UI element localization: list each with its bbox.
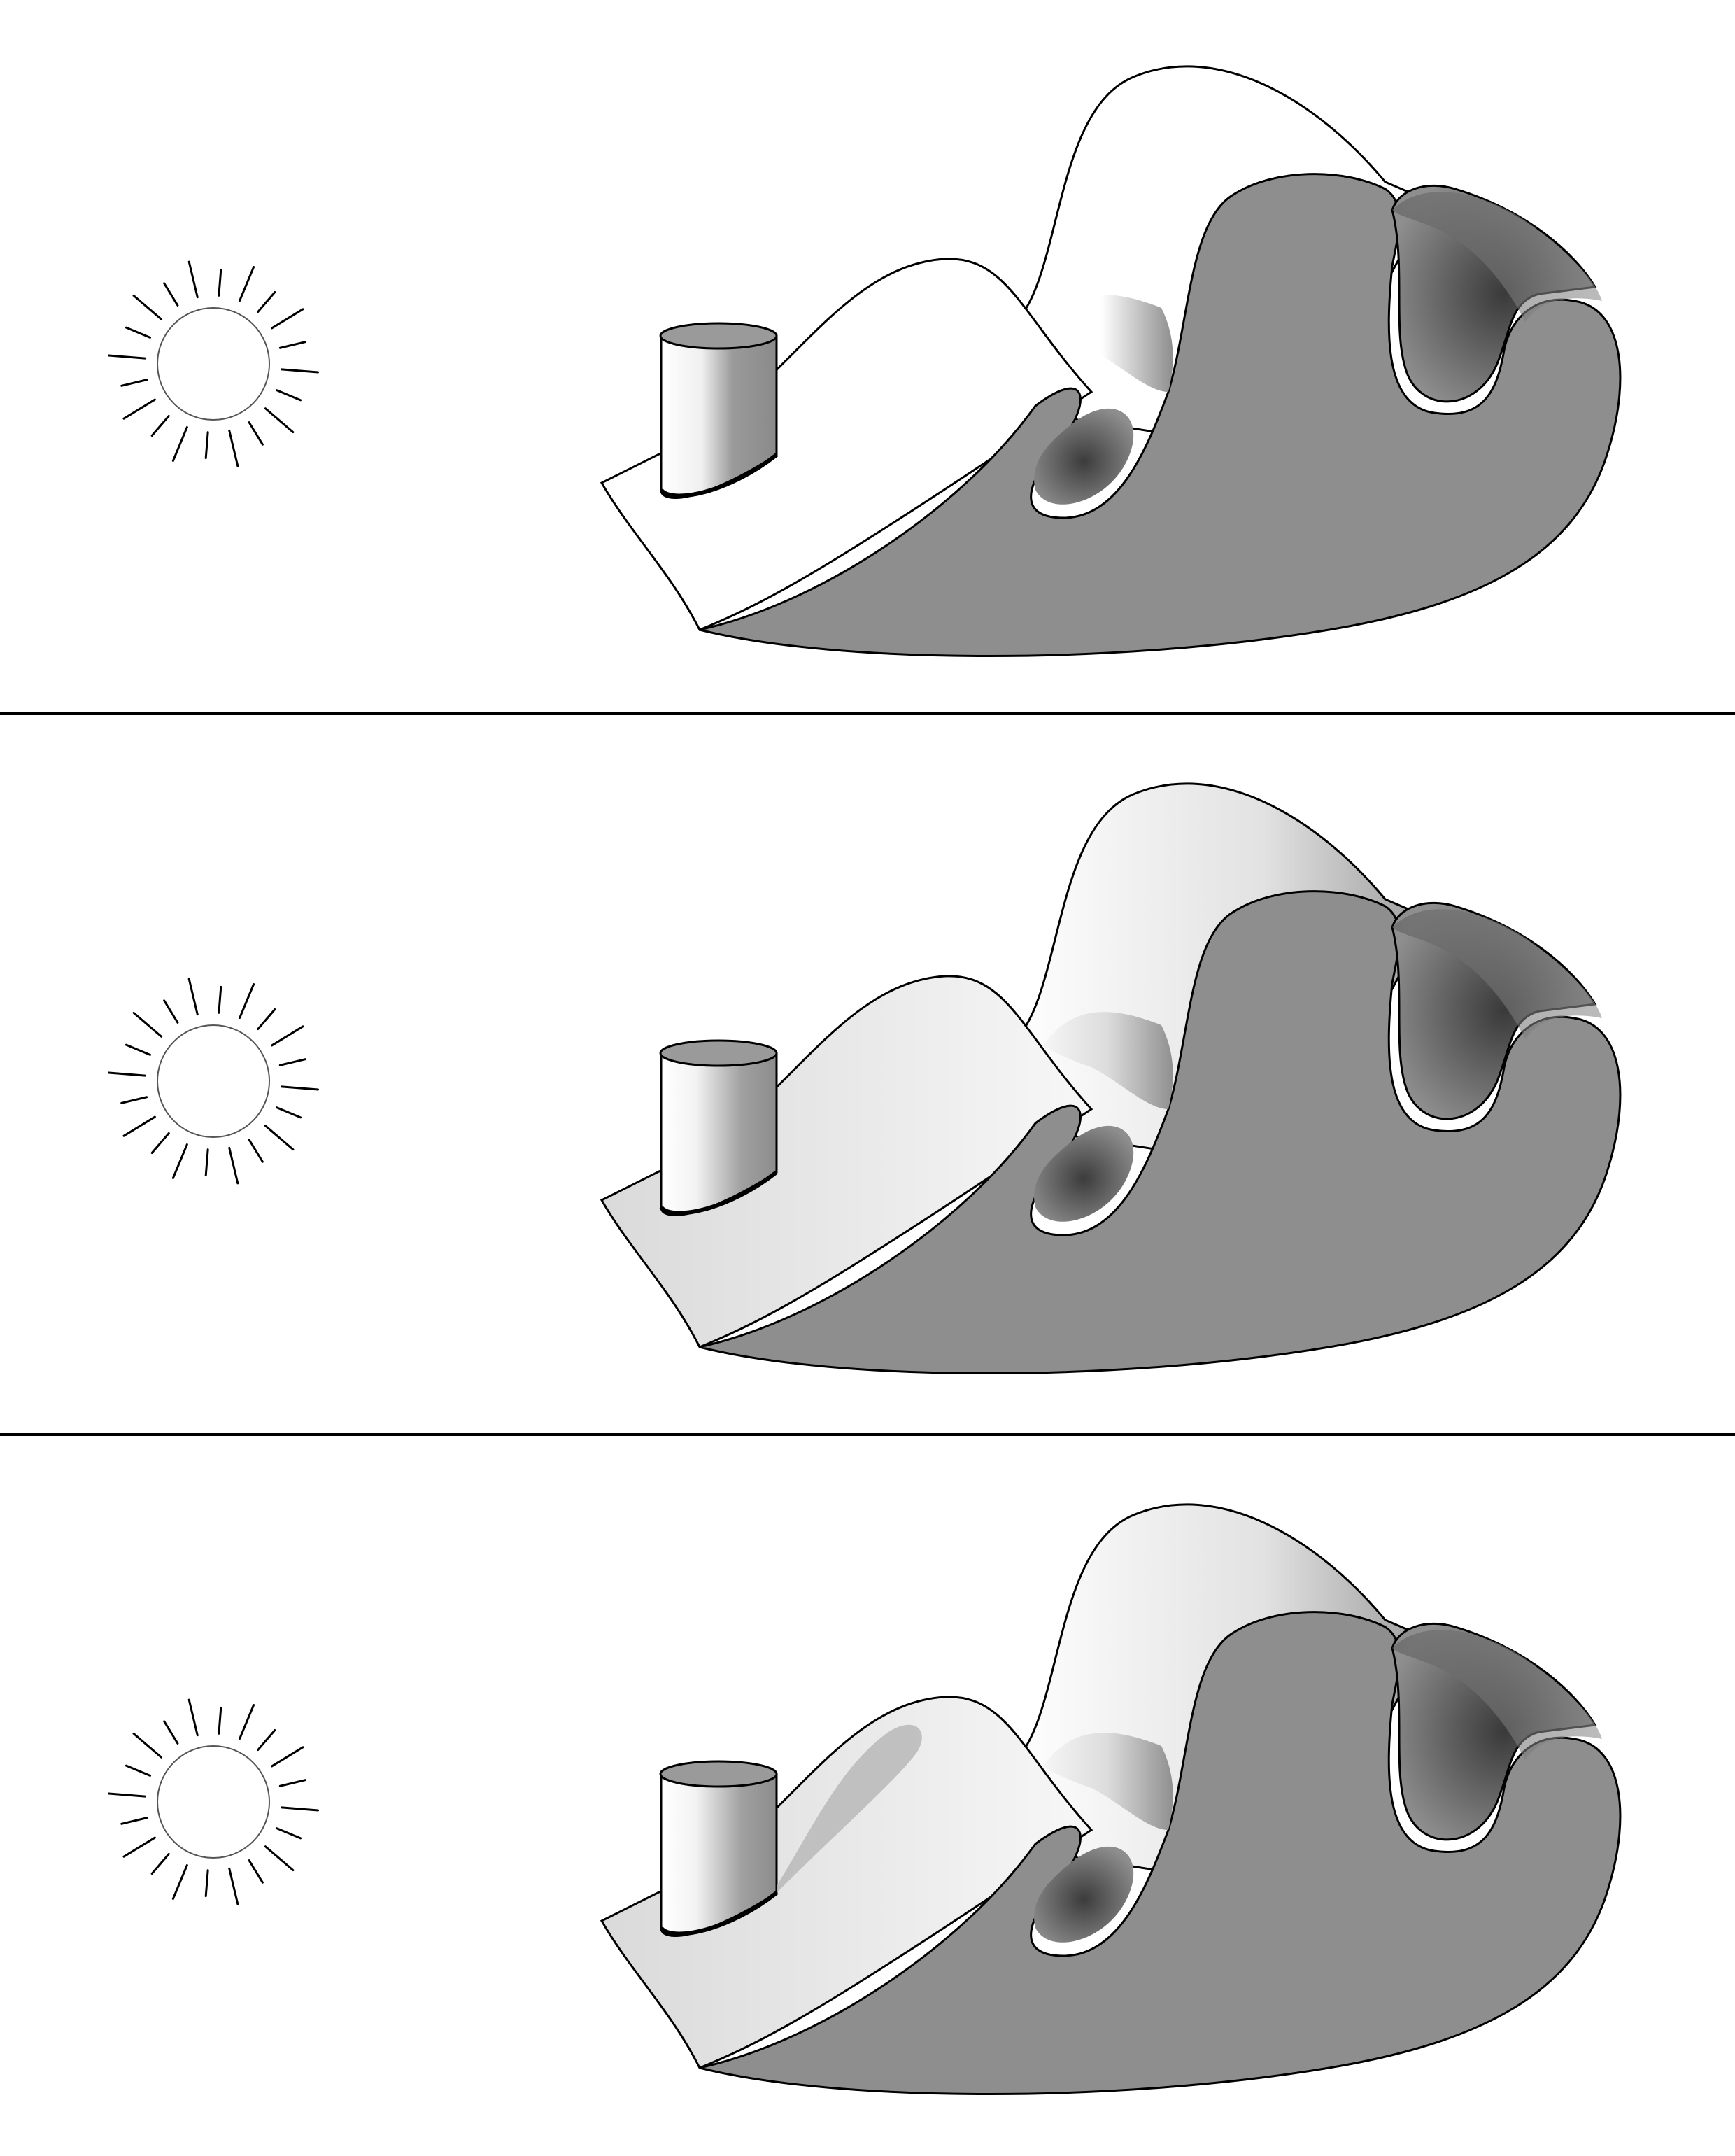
terrain-icon <box>600 782 1622 1374</box>
cylinder-icon <box>659 1760 778 1937</box>
panel-3 <box>107 1503 1622 2095</box>
cylinder-icon <box>659 322 778 499</box>
cylinder-icon <box>659 1039 778 1216</box>
sun-icon <box>107 260 320 467</box>
panel-divider-2 <box>0 1433 1735 1436</box>
terrain-icon <box>600 65 1622 657</box>
sun-icon <box>107 1698 320 1905</box>
sun-icon <box>107 978 320 1185</box>
panel-1 <box>107 65 1622 657</box>
cast-shadow <box>777 1724 922 1893</box>
panel-divider-1 <box>0 712 1735 715</box>
terrain-icon <box>600 1503 1622 2095</box>
panel-2 <box>107 782 1622 1374</box>
